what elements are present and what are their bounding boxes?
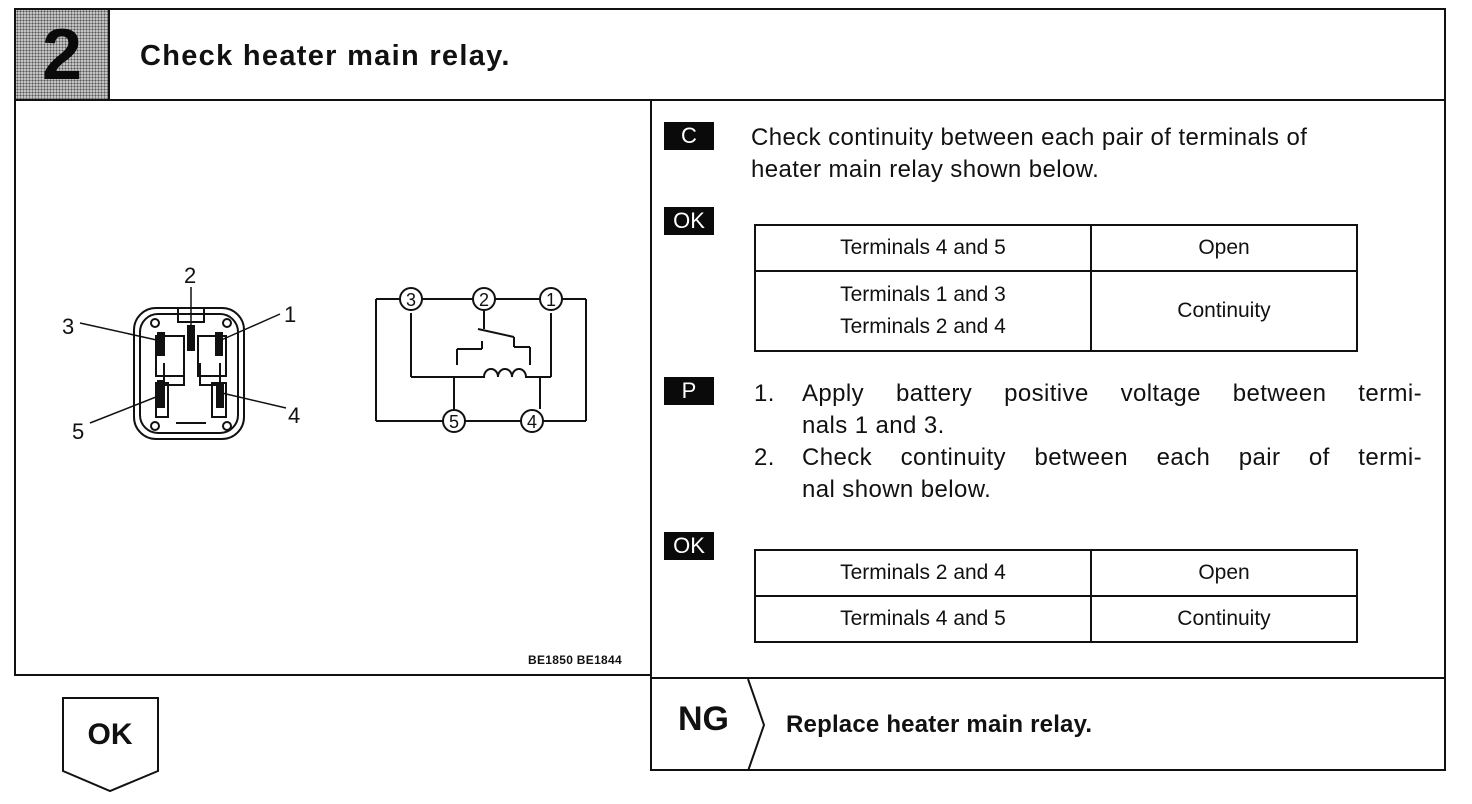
cold-check-tag: C: [664, 122, 714, 150]
step-title: Check heater main relay.: [140, 40, 511, 72]
step-2: 2. Check continuity between each pair of…: [754, 442, 1422, 506]
step-header: 2 Check heater main relay.: [14, 8, 1446, 101]
step-2-number: 2.: [754, 444, 775, 471]
ng-result-box: [650, 677, 1446, 771]
power-check-steps: 1. Apply battery positive voltage betwee…: [754, 378, 1422, 506]
ok-tag-2: OK: [664, 532, 714, 560]
ng-action-text: Replace heater main relay.: [786, 711, 1093, 738]
continuity-table-1: Terminals 4 and 5 Open Terminals 1 and 3…: [754, 224, 1358, 352]
cold-check-line2: heater main relay shown below.: [751, 156, 1100, 183]
ok-result-arrow: [62, 697, 159, 793]
step-number-badge: 2: [16, 10, 110, 99]
step-1-number: 1.: [754, 380, 775, 407]
relay-connector-drawing: [79, 287, 287, 440]
schematic-terminal-5: 5: [449, 412, 459, 432]
schematic-terminal-2: 2: [479, 290, 489, 310]
step-2-line1: Check continuity between each pair of te…: [802, 444, 1422, 471]
schematic-terminal-1: 1: [546, 290, 556, 310]
step-2-line2: nal shown below.: [802, 476, 992, 503]
relay-figure: 2 1 3 4 5: [62, 263, 587, 444]
step-2-text: Check continuity between each pair of te…: [802, 442, 1422, 506]
pin-label-2: 2: [184, 263, 196, 288]
pin-label-5: 5: [72, 419, 84, 444]
table1-cell: Terminals 1 and 3 Terminals 2 and 4: [754, 270, 1092, 352]
pin-label-4: 4: [288, 403, 300, 428]
table2-cell: Terminals 4 and 5: [754, 595, 1092, 643]
step-1-line2: nals 1 and 3.: [802, 412, 945, 439]
step-1-line1: Apply battery positive voltage between t…: [802, 380, 1422, 407]
figure-panel: 2 1 3 4 5: [14, 99, 652, 676]
step-number: 2: [41, 15, 83, 95]
relay-schematic: [375, 287, 587, 433]
schematic-terminal-4: 4: [527, 412, 537, 432]
cold-check-line1: Check continuity between each pair of te…: [751, 124, 1308, 151]
continuity-table-2: Terminals 2 and 4 Open Terminals 4 and 5…: [754, 549, 1358, 643]
ng-chevron-icon: [747, 679, 766, 771]
table1-line: Terminals 1 and 3: [840, 283, 1006, 306]
cold-check-text: Check continuity between each pair of te…: [751, 122, 1307, 186]
pin-label-3: 3: [62, 314, 74, 339]
table1-cell: Open: [1090, 224, 1358, 272]
table2-cell: Continuity: [1090, 595, 1358, 643]
ng-result-label: NG: [678, 700, 729, 738]
figure-code: BE1850 BE1844: [528, 653, 622, 667]
ok-tag-1: OK: [664, 207, 714, 235]
table2-cell: Terminals 2 and 4: [754, 549, 1092, 597]
schematic-terminal-3: 3: [406, 290, 416, 310]
table2-cell: Open: [1090, 549, 1358, 597]
table1-cell: Terminals 4 and 5: [754, 224, 1092, 272]
power-check-tag: P: [664, 377, 714, 405]
step-1: 1. Apply battery positive voltage betwee…: [754, 378, 1422, 442]
step-1-text: Apply battery positive voltage between t…: [802, 378, 1422, 442]
table1-line: Terminals 2 and 4: [840, 315, 1006, 338]
ok-result-label: OK: [87, 718, 133, 751]
pin-label-1: 1: [284, 302, 296, 327]
table1-cell: Continuity: [1090, 270, 1358, 352]
